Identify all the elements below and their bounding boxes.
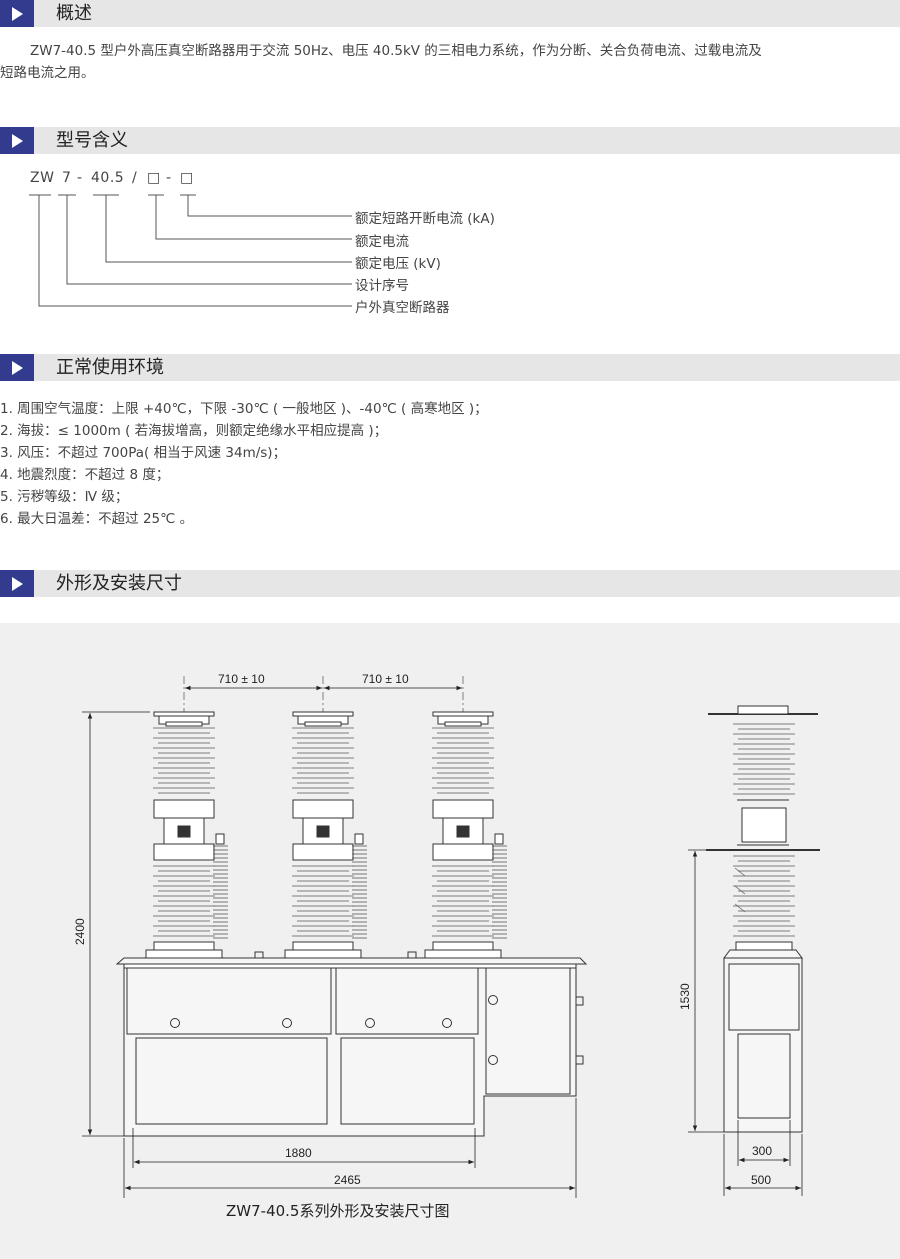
section-header-environment: 正常使用环境 [0, 354, 900, 381]
environment-item: 2. 海拔：≤ 1000m ( 若海拔增高，则额定绝缘水平相应提高 )； [0, 423, 388, 439]
environment-item: 6. 最大日温差：不超过 25℃ 。 [0, 511, 194, 527]
overview-paragraph: ZW7-40.5 型户外高压真空断路器用于交流 50Hz、电压 40.5kV 的… [0, 40, 900, 84]
dim-side-height: 1530 [678, 983, 692, 1010]
breaker-pole [424, 711, 507, 959]
breaker-pole [284, 711, 367, 959]
model-label: 额定电流 [355, 234, 409, 250]
dimension-lines [82, 685, 803, 1198]
side-view [706, 705, 820, 1133]
section-title: 型号含义 [56, 130, 128, 151]
code-voltage: 40.5 [91, 170, 125, 186]
drawing-caption: ZW7-40.5系列外形及安装尺寸图 [226, 1202, 450, 1220]
code-seq: 7 [62, 170, 72, 186]
dim-base-total: 2465 [334, 1173, 361, 1187]
breaker-pole [145, 711, 228, 959]
model-label: 设计序号 [355, 278, 409, 294]
section-header-model-meaning: 型号含义 [0, 127, 900, 154]
code-zw: ZW [30, 170, 55, 186]
environment-item: 1. 周围空气温度：上限 +40℃，下限 -30℃ ( 一般地区 )、-40℃ … [0, 401, 488, 417]
dim-spacing-2: 710 ± 10 [362, 672, 409, 686]
model-leader-lines [29, 194, 352, 307]
code-box: □ [147, 170, 161, 186]
code-slash: / [132, 170, 138, 186]
base-cabinet [115, 951, 588, 1137]
code-box: □ [180, 170, 194, 186]
code-dash: - [77, 170, 83, 186]
section-title: 外形及安装尺寸 [56, 573, 182, 594]
overview-line: ZW7-40.5 型户外高压真空断路器用于交流 50Hz、电压 40.5kV 的… [30, 43, 762, 59]
model-label: 额定电压 (kV) [355, 256, 441, 272]
play-arrow-icon [0, 354, 34, 381]
model-label: 额定短路开断电流 (kA) [355, 211, 495, 227]
environment-item: 5. 污秽等级：Ⅳ 级； [0, 489, 129, 505]
play-arrow-icon [0, 0, 34, 27]
breaker-poles [145, 711, 507, 959]
dim-total-height: 2400 [73, 918, 87, 945]
dim-spacing-1: 710 ± 10 [218, 672, 265, 686]
overview-line: 短路电流之用。 [0, 65, 95, 81]
model-label: 户外真空断路器 [355, 300, 450, 316]
section-title: 正常使用环境 [56, 357, 164, 378]
center-lines [183, 676, 464, 712]
play-arrow-icon [0, 570, 34, 597]
dim-side-inner: 300 [752, 1144, 772, 1158]
section-title: 概述 [56, 3, 92, 24]
play-arrow-icon [0, 127, 34, 154]
environment-item: 4. 地震烈度：不超过 8 度； [0, 467, 170, 483]
side-view-sheds [733, 723, 795, 937]
environment-item: 3. 风压：不超过 700Pa( 相当于风速 34m/s)； [0, 445, 287, 461]
section-header-overview: 概述 [0, 0, 900, 27]
code-dash: - [166, 170, 172, 186]
dim-side-total: 500 [751, 1173, 771, 1187]
dim-base-inner: 1880 [285, 1146, 312, 1160]
section-header-dimensions: 外形及安装尺寸 [0, 570, 900, 597]
